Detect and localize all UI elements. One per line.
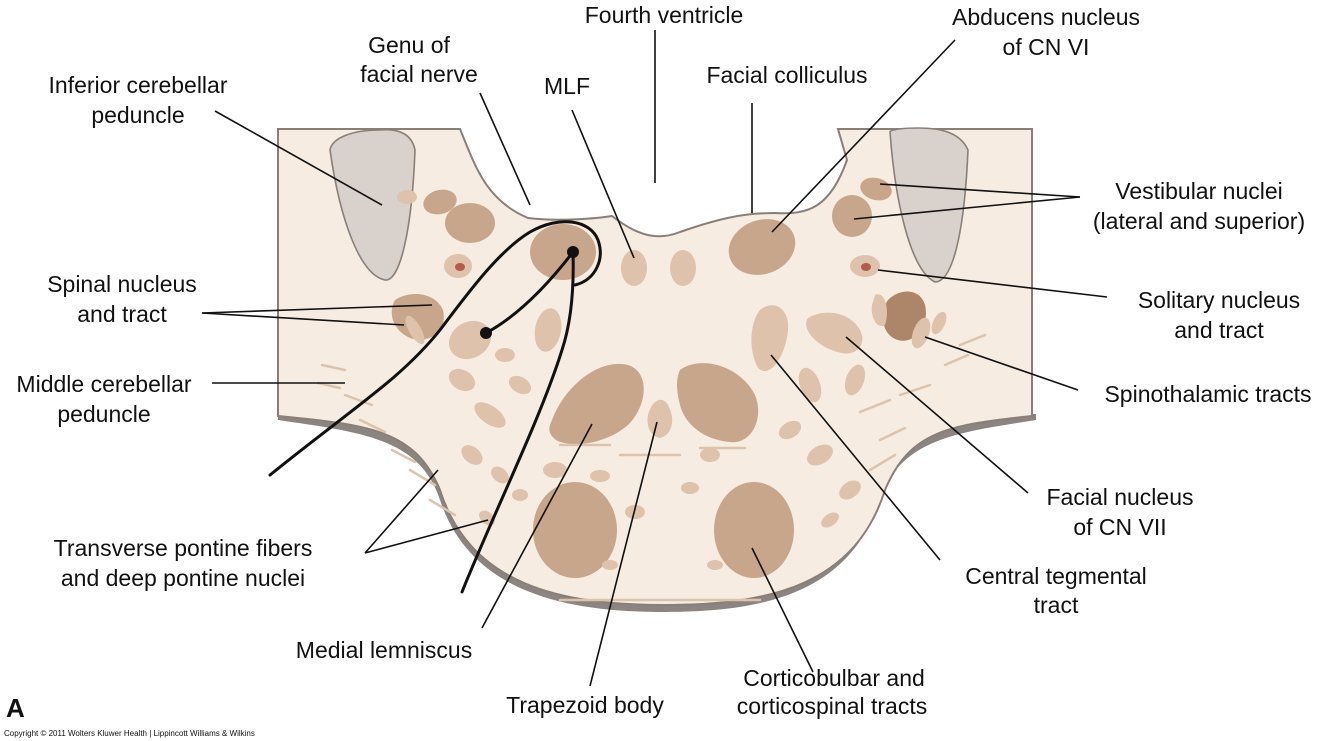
label-fourth-ventricle: Fourth ventricle — [585, 2, 744, 28]
inferior-peduncle-right — [889, 127, 969, 283]
label-corticobulbar-line1: Corticobulbar and — [743, 665, 925, 691]
mlf-bundles — [621, 250, 696, 286]
genu-point — [567, 246, 579, 258]
facial-nerve-path — [268, 220, 602, 594]
label-vestibular-line2: (lateral and superior) — [1093, 208, 1305, 234]
label-medial-lemniscus: Medial lemniscus — [296, 637, 472, 663]
label-spinal-line2: and tract — [77, 301, 167, 327]
leader-lines — [201, 30, 1108, 687]
corticospinal-left — [533, 482, 617, 578]
spinothalamic-tracts — [405, 311, 947, 349]
facial-genu-nucleus — [530, 224, 596, 280]
label-central-tegmental-line1: Central tegmental — [965, 563, 1147, 589]
trapezoid-center — [647, 399, 673, 438]
abducens-nucleus — [728, 219, 796, 275]
label-abducens-line2: of CN VI — [1003, 34, 1090, 60]
pons-section — [268, 127, 1036, 612]
label-middle-cp-line1: Middle cerebellar — [16, 371, 191, 397]
central-tegmental-tract — [751, 305, 789, 372]
medial-lemniscus-right — [677, 363, 759, 443]
panel-letter: A — [6, 693, 25, 723]
label-solitary-line1: Solitary nucleus — [1138, 287, 1300, 313]
label-inferior-cp-line1: Inferior cerebellar — [49, 72, 228, 98]
labels: Fourth ventricle Abducens nucleus of CN … — [4, 2, 1312, 738]
facial-nucleus-right — [806, 312, 863, 354]
label-solitary-line2: and tract — [1174, 317, 1264, 343]
label-central-tegmental-line2: tract — [1034, 592, 1079, 618]
label-facial-colliculus: Facial colliculus — [706, 62, 867, 88]
label-trapezoid-body: Trapezoid body — [506, 692, 664, 718]
label-spinal-line1: Spinal nucleus — [47, 271, 197, 297]
label-transverse-line2: and deep pontine nuclei — [61, 565, 305, 591]
label-vestibular-line1: Vestibular nuclei — [1115, 178, 1283, 204]
label-transverse-line1: Transverse pontine fibers — [54, 535, 313, 561]
vestibular-nuclei — [397, 177, 892, 243]
label-genu-line1: Genu of — [368, 32, 450, 58]
medial-lemniscus-left — [549, 363, 644, 445]
transverse-pontine-fibers — [316, 333, 987, 602]
facial-nucleus-point — [480, 327, 492, 339]
label-abducens-line1: Abducens nucleus — [952, 4, 1140, 30]
label-middle-cp-line2: peduncle — [57, 401, 150, 427]
label-genu-line2: facial nerve — [360, 61, 478, 87]
central-tegmental-left — [534, 308, 562, 352]
inferior-peduncle-left — [329, 128, 416, 281]
label-corticobulbar-line2: corticospinal tracts — [737, 693, 927, 719]
label-facial-nucleus-line2: of CN VII — [1073, 514, 1166, 540]
corticospinal-right — [714, 482, 794, 578]
solitary-nuclei — [444, 254, 880, 278]
facial-nucleus-left — [448, 320, 492, 360]
label-spinothalamic: Spinothalamic tracts — [1104, 381, 1311, 407]
label-mlf: MLF — [544, 73, 590, 99]
pontine-nuclei — [448, 348, 866, 570]
label-inferior-cp-line2: peduncle — [91, 102, 184, 128]
label-facial-nucleus-line1: Facial nucleus — [1046, 484, 1193, 510]
copyright-text: Copyright © 2011 Wolters Kluwer Health |… — [4, 729, 255, 738]
